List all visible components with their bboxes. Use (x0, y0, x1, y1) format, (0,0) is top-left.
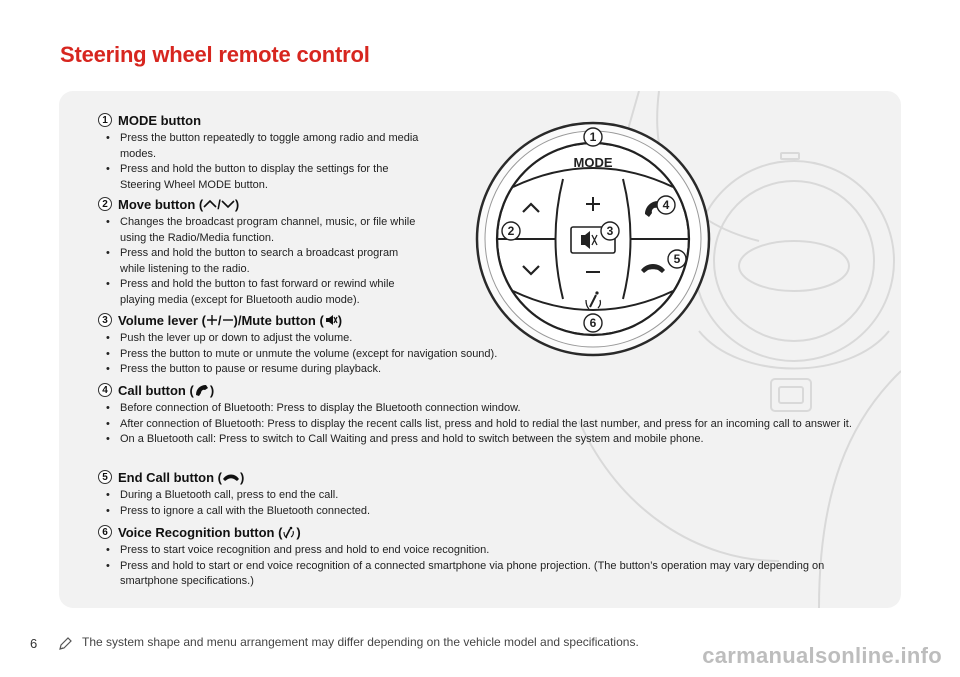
heading-suffix: ) (337, 312, 343, 328)
call-button-icon[interactable] (645, 201, 660, 217)
heading-separator: / (217, 312, 222, 328)
section-move-button: 2 Move button ( / ) Changes the broadcas… (98, 195, 420, 308)
section-end-call-button: 5 End Call button ( ) During a Bluetooth… (98, 468, 860, 519)
bullet: Push the lever up or down to adjust the … (98, 331, 860, 347)
callout-1: 1 (98, 113, 112, 127)
bullet: Press and hold the button to fast forwar… (98, 277, 420, 308)
callout-5: 5 (98, 470, 112, 484)
wheel-callout-6: 6 (590, 316, 597, 330)
section-call-button: 4 Call button ( ) Before connection of B… (98, 381, 860, 448)
bullet: Press the button to pause or resume duri… (98, 362, 860, 378)
callout-3: 3 (98, 313, 112, 327)
chevron-up-icon (203, 199, 217, 208)
bullet: Changes the broadcast program channel, m… (98, 215, 420, 246)
heading-suffix: ) (296, 524, 301, 540)
page-footer: 6 The system shape and menu arrangement … (0, 632, 960, 656)
callout-6: 6 (98, 525, 112, 539)
plus-icon (206, 315, 217, 325)
bullet: Before connection of Bluetooth: Press to… (98, 401, 860, 417)
minus-icon (222, 319, 233, 321)
pencil-note-icon (59, 637, 72, 650)
page-title: Steering wheel remote control (60, 42, 370, 67)
callout-4: 4 (98, 383, 112, 397)
end-call-button-icon[interactable] (641, 264, 665, 273)
bullet: Press and hold the button to display the… (98, 162, 420, 193)
heading-separator: / (217, 196, 221, 212)
voice-button-icon[interactable] (585, 291, 602, 310)
chevron-down-icon (221, 200, 235, 209)
section-heading: Move button ( (118, 196, 204, 212)
move-down-button-icon[interactable] (522, 265, 540, 276)
section-mode-button: 1 MODE button Press the button repeatedl… (98, 111, 420, 193)
section-heading: Volume lever ( (118, 312, 206, 328)
bullet: Press the button repeatedly to toggle am… (98, 131, 420, 162)
wheel-callout-4: 4 (663, 198, 670, 212)
section-volume-mute: 3 Volume lever ( / )/Mute button ( ) Pus… (98, 311, 860, 378)
footnote: The system shape and menu arrangement ma… (82, 635, 639, 649)
voice-recognition-icon (283, 526, 295, 539)
wheel-callout-2: 2 (508, 224, 515, 238)
heading-suffix: ) (209, 382, 215, 398)
bullet: On a Bluetooth call: Press to switch to … (98, 432, 860, 448)
heading-suffix: ) (239, 469, 245, 485)
bullet: During a Bluetooth call, press to end th… (98, 488, 860, 504)
steering-control-cluster: MODE 1 2 3 4 (475, 121, 711, 357)
bullet: Press the button to mute or unmute the v… (98, 347, 860, 363)
mute-icon (325, 315, 338, 325)
page-number: 6 (30, 636, 38, 651)
bullet: After connection of Bluetooth: Press to … (98, 417, 860, 433)
end-call-icon (222, 474, 239, 481)
content-panel: 1 MODE button Press the button repeatedl… (59, 91, 901, 608)
bullet: Press to start voice recognition and pre… (98, 543, 860, 559)
section-voice-recognition: 6 Voice Recognition button ( ) Press to … (98, 523, 860, 590)
mute-button-icon (581, 231, 590, 249)
bullet: Press and hold to start or end voice rec… (98, 559, 860, 590)
instructions: 1 MODE button Press the button repeatedl… (59, 91, 901, 608)
bullet: Press to ignore a call with the Bluetoot… (98, 504, 860, 520)
section-heading: End Call button ( (118, 469, 222, 485)
watermark: carmanualsonline.info (702, 643, 942, 668)
section-heading: Voice Recognition button ( (118, 524, 283, 540)
phone-call-icon (195, 385, 208, 396)
section-heading: MODE button (118, 112, 202, 128)
section-heading: Call button ( (118, 382, 194, 398)
heading-suffix: ) (234, 196, 240, 212)
move-up-button-icon[interactable] (522, 202, 540, 213)
bullet: Press and hold the button to search a br… (98, 246, 420, 277)
wheel-callout-5: 5 (674, 252, 681, 266)
mode-button-label[interactable]: MODE (574, 155, 613, 170)
wheel-callout-3: 3 (607, 224, 614, 238)
callout-2: 2 (98, 197, 112, 211)
heading-mid: )/Mute button ( (233, 312, 324, 328)
wheel-callout-1: 1 (590, 130, 597, 144)
